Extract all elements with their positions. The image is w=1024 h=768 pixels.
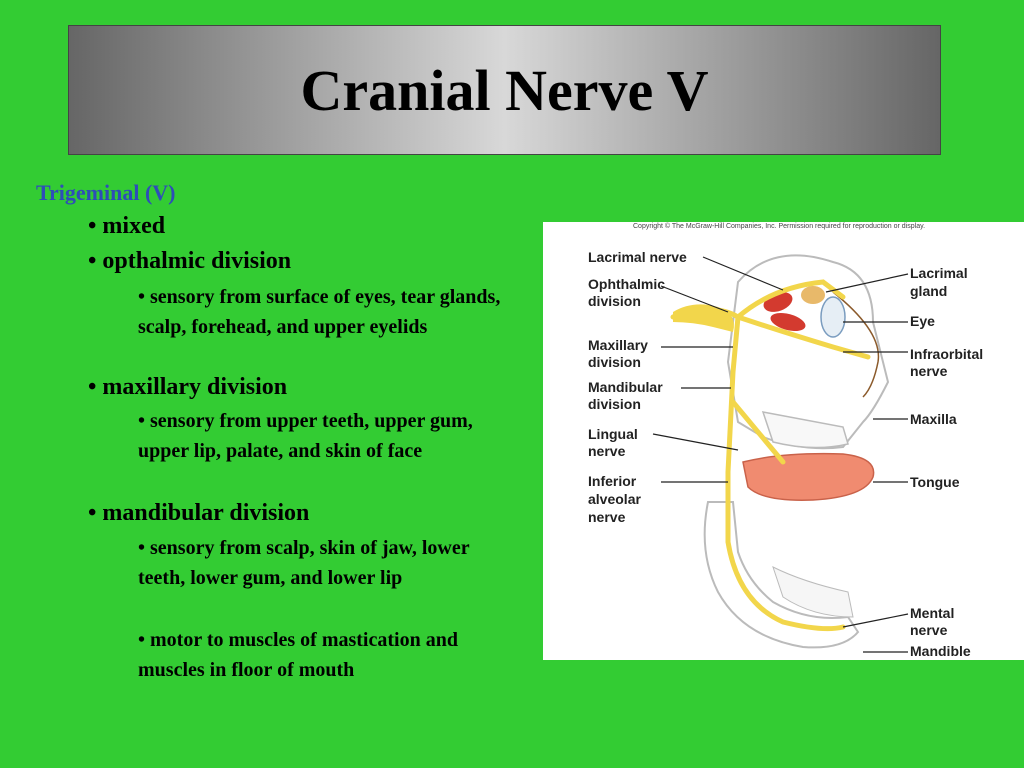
sub-bullet-ophthalmic-sensory: • sensory from surface of eyes, tear gla… <box>138 286 501 338</box>
label-maxillary-1: Maxillary <box>588 337 648 353</box>
diagram-svg: Copyright © The McGraw-Hill Companies, I… <box>588 222 983 659</box>
copyright-notice: Copyright © The McGraw-Hill Companies, I… <box>633 222 925 230</box>
label-mandibular-2: division <box>588 396 641 412</box>
label-lacrimal-nerve: Lacrimal nerve <box>588 249 687 265</box>
label-lacrimal-gland-1: Lacrimal <box>910 265 968 281</box>
eye-muscle-2 <box>770 312 806 332</box>
label-lingual-2: nerve <box>588 443 626 459</box>
sub-bullet-mandibular-sensory: • sensory from scalp, skin of jaw, lower… <box>138 537 470 589</box>
trigeminal-ganglion <box>673 304 734 332</box>
bullet-mixed: • mixed <box>88 213 166 239</box>
title-bar: Cranial Nerve V <box>68 25 941 155</box>
label-eye: Eye <box>910 313 935 329</box>
trigeminal-nerve-diagram: Copyright © The McGraw-Hill Companies, I… <box>543 222 1024 660</box>
nose-outline <box>832 291 880 398</box>
label-ophthalmic-2: division <box>588 293 641 309</box>
label-ophthalmic-1: Ophthalmic <box>588 276 665 292</box>
label-lacrimal-gland-2: gland <box>910 283 947 299</box>
label-mental-2: nerve <box>910 622 948 638</box>
label-inferior-3: nerve <box>588 509 626 525</box>
sub-bullet-maxillary-sensory: • sensory from upper teeth, upper gum, u… <box>138 410 473 462</box>
label-tongue: Tongue <box>910 474 960 490</box>
label-lingual-1: Lingual <box>588 426 638 442</box>
bullet-mandibular: • mandibular division <box>88 500 310 526</box>
mandible-bone <box>703 501 860 649</box>
label-mandibular-1: Mandibular <box>588 379 663 395</box>
maxilla-teeth <box>761 411 849 449</box>
right-leader-lines <box>825 273 909 653</box>
slide-title: Cranial Nerve V <box>300 57 709 123</box>
label-mental-1: Mental <box>910 605 954 621</box>
lacrimal-gland-shape <box>801 286 825 304</box>
sub-bullet-mandibular-motor: • motor to muscles of mastication and mu… <box>138 629 458 681</box>
eyeball <box>820 296 846 338</box>
label-infraorbital-2: nerve <box>910 363 948 379</box>
bullet-maxillary: • maxillary division <box>88 374 288 400</box>
label-maxilla: Maxilla <box>910 411 957 427</box>
tongue <box>742 452 875 501</box>
label-inferior-2: alveolar <box>588 491 641 507</box>
label-maxillary-2: division <box>588 354 641 370</box>
section-heading: Trigeminal (V) <box>36 180 176 205</box>
bullet-ophthalmic: • opthalmic division <box>88 248 292 274</box>
left-leader-lines <box>652 256 784 483</box>
lower-teeth <box>772 566 854 618</box>
label-infraorbital-1: Infraorbital <box>910 346 983 362</box>
label-inferior-1: Inferior <box>588 473 637 489</box>
label-mandible: Mandible <box>910 643 971 659</box>
